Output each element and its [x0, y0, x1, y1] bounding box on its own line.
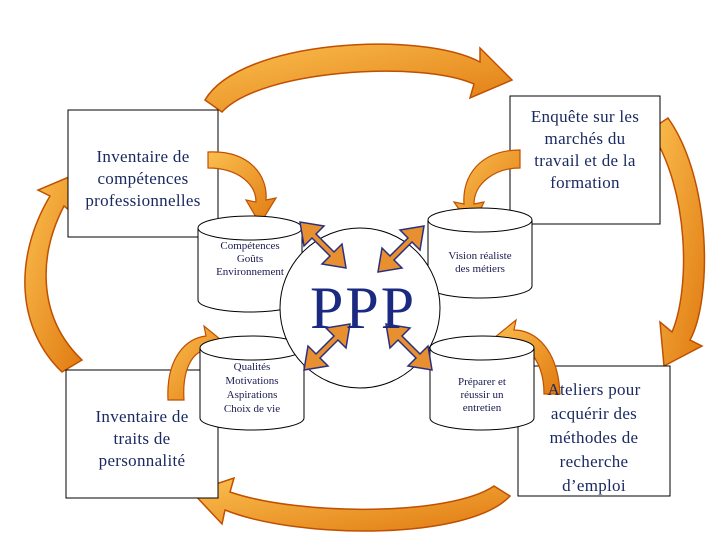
cylinder-bottom-left-line-3: Aspirations: [202, 388, 302, 402]
cylinder-bottom-right-text: Préparer et réussir un entretien: [432, 376, 532, 415]
market-survey-text: Enquête sur les marchés du travail et de…: [514, 106, 656, 194]
job-search-workshops-line-3: méthodes de: [522, 426, 666, 450]
cylinder-bottom-left-line-1: Qualités: [202, 360, 302, 374]
job-search-workshops-line-1: Ateliers pour: [522, 378, 666, 402]
cylinder-top-left-line-3: Environnement: [200, 266, 300, 279]
cylinder-top-left-line-1: Compétences: [200, 240, 300, 253]
cylinder-top-right-text: Vision réaliste des métiers: [430, 250, 530, 276]
cycle-arrow-top: [205, 44, 512, 112]
cylinder-top-right-line-2: des métiers: [430, 263, 530, 276]
cylinder-bottom-right-line-3: entretien: [432, 402, 532, 415]
market-survey-line-4: formation: [514, 172, 656, 194]
job-search-workshops-line-5: d’emploi: [522, 474, 666, 498]
personality-inventory-line-2: traits de: [70, 428, 214, 450]
cylinder-top-left-text: Compétences Goûts Environnement: [200, 240, 300, 279]
market-survey-line-3: travail et de la: [514, 150, 656, 172]
job-search-workshops-line-2: acquérir des: [522, 402, 666, 426]
cycle-arrow-bottom: [192, 478, 510, 531]
cylinder-top-left-line-2: Goûts: [200, 253, 300, 266]
cylinder-bottom-left-line-4: Choix de vie: [202, 402, 302, 416]
market-survey-line-1: Enquête sur les: [514, 106, 656, 128]
cylinder-bottom-left-text: Qualités Motivations Aspirations Choix d…: [202, 360, 302, 416]
personality-inventory-line-3: personnalité: [70, 450, 214, 472]
job-search-workshops-text: Ateliers pour acquérir des méthodes de r…: [522, 378, 666, 498]
skills-inventory-line-2: compétences: [72, 168, 214, 190]
center-label: PPP: [310, 274, 416, 343]
cylinder-bottom-right-line-1: Préparer et: [432, 376, 532, 389]
cylinder-bottom-right-line-2: réussir un: [432, 389, 532, 402]
skills-inventory-line-3: professionnelles: [72, 190, 214, 212]
cylinder-bottom-left-line-2: Motivations: [202, 374, 302, 388]
market-survey-line-2: marchés du: [514, 128, 656, 150]
personality-inventory-line-1: Inventaire de: [70, 406, 214, 428]
cylinder-top-right-line-1: Vision réaliste: [430, 250, 530, 263]
skills-inventory-text: Inventaire de compétences professionnell…: [72, 146, 214, 212]
job-search-workshops-line-4: recherche: [522, 450, 666, 474]
personality-inventory-text: Inventaire de traits de personnalité: [70, 406, 214, 472]
skills-inventory-line-1: Inventaire de: [72, 146, 214, 168]
